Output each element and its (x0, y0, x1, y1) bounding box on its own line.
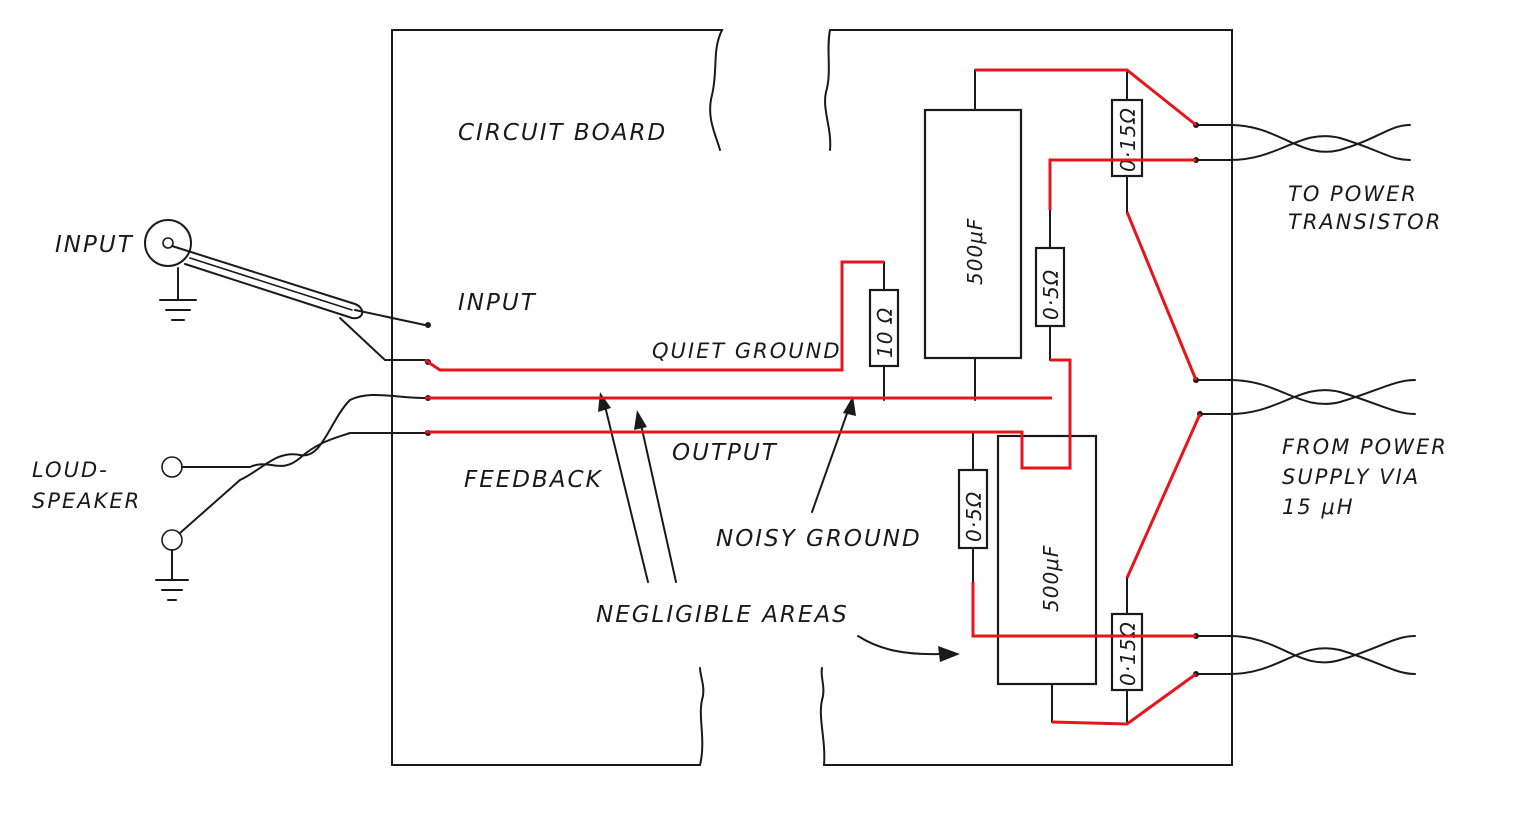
coax-ground-lead (339, 317, 426, 361)
arrowhead-negligible-1 (598, 392, 611, 412)
resistor-015-top-label: 0·15Ω (1116, 107, 1140, 172)
board-left-bottom-edge (391, 667, 705, 766)
red-top-rail (975, 68, 1197, 127)
label-to-power-2: TRANSISTOR (1288, 210, 1442, 234)
resistor-05-top-label: 0·5Ω (1039, 269, 1063, 320)
speaker-twisted-2 (239, 394, 426, 481)
capacitor-top-body (923, 108, 1023, 360)
label-output: OUTPUT (672, 440, 778, 466)
board-right-break-top (824, 29, 832, 151)
coax-sheath (171, 245, 364, 320)
label-loudspeaker-2: SPEAKER (32, 489, 141, 513)
red-supply-lower (1125, 413, 1202, 579)
red-bottom-rail (971, 582, 1196, 638)
speaker-terminal-1 (161, 456, 183, 478)
input-jack-outer (144, 219, 192, 267)
resistor-015-bottom-label: 0·15Ω (1116, 621, 1140, 686)
board-left-top-edge (391, 29, 724, 151)
resistor-10-ohm: 10 Ω (868, 261, 900, 401)
resistor-05-bottom-label: 0·5Ω (962, 491, 986, 542)
capacitor-bottom-label: 500μF (1039, 545, 1063, 612)
red-output (425, 358, 1072, 470)
speaker-lead-2 (179, 479, 241, 534)
board-right-outline (819, 29, 1233, 766)
resistor-05-bottom: 0·5Ω (957, 431, 989, 583)
resistor-05-top: 0·5Ω (1034, 209, 1066, 361)
label-circuit-board: CIRCUIT BOARD (458, 120, 667, 146)
capacitor-top-label: 500μF (963, 218, 987, 285)
resistor-05-bottom-body (957, 468, 989, 550)
label-input-board: INPUT (458, 290, 537, 316)
bot-wire-1 (1195, 635, 1416, 664)
input-jack-center (162, 237, 174, 249)
red-supply-upper (1125, 211, 1198, 381)
label-feedback: FEEDBACK (464, 467, 603, 493)
label-loudspeaker-1: LOUD- (32, 458, 109, 482)
twisted-pair-power-transistor (1193, 122, 1411, 163)
highlighted-wiring (424, 68, 1202, 726)
label-from-supply-2: SUPPLY VIA (1282, 465, 1420, 489)
red-bottom-return (1051, 672, 1197, 726)
arrow-negligible-3 (857, 635, 941, 656)
resistor-10-body (868, 288, 900, 368)
board-edge-terminals (425, 322, 431, 436)
label-negligible-areas: NEGLIGIBLE AREAS (596, 602, 849, 628)
resistor-015-bottom: 0·15Ω (1110, 577, 1144, 725)
label-quiet-ground: QUIET GROUND (652, 339, 842, 363)
coax-inner (189, 257, 353, 311)
speaker-twisted-1 (181, 432, 426, 468)
sup-wire-2 (1199, 389, 1416, 415)
arrowhead-negligible-2 (634, 410, 647, 430)
arrow-negligible-2 (639, 419, 677, 583)
annotation-arrows (598, 392, 960, 662)
capacitor-bottom: 500μF (996, 434, 1098, 723)
label-input-jack: INPUT (55, 232, 134, 258)
terminal-input (425, 322, 431, 328)
arrowhead-negligible-3 (938, 646, 960, 662)
input-jack (144, 219, 197, 321)
resistor-015-top: 0·15Ω (1110, 71, 1144, 213)
label-from-supply-1: FROM POWER (1282, 435, 1448, 459)
capacitor-top: 500μF (923, 69, 1023, 401)
twisted-pair-bottom (1193, 633, 1416, 677)
twisted-pair-supply (1193, 377, 1416, 417)
bot-wire-2 (1195, 647, 1416, 675)
tp-wire-2 (1195, 135, 1411, 161)
label-noisy-ground: NOISY GROUND (716, 526, 922, 552)
red-transistor-return (1048, 158, 1196, 210)
coax-signal-lead (354, 309, 426, 326)
tp-wire-1 (1195, 124, 1411, 153)
circuit-board-outline (391, 29, 1233, 766)
loudspeaker-terminals (155, 394, 426, 601)
label-from-supply-3: 15 μH (1282, 495, 1355, 519)
capacitor-bottom-body (996, 434, 1098, 686)
sup-wire-1 (1195, 379, 1416, 405)
resistor-10-label: 10 Ω (873, 307, 897, 358)
label-to-power-1: TO POWER (1288, 182, 1418, 206)
arrowhead-noisy-ground (843, 396, 856, 416)
red-quiet-ground (424, 260, 884, 372)
arrow-noisy-ground (811, 404, 851, 513)
input-coax-cable (171, 245, 426, 361)
